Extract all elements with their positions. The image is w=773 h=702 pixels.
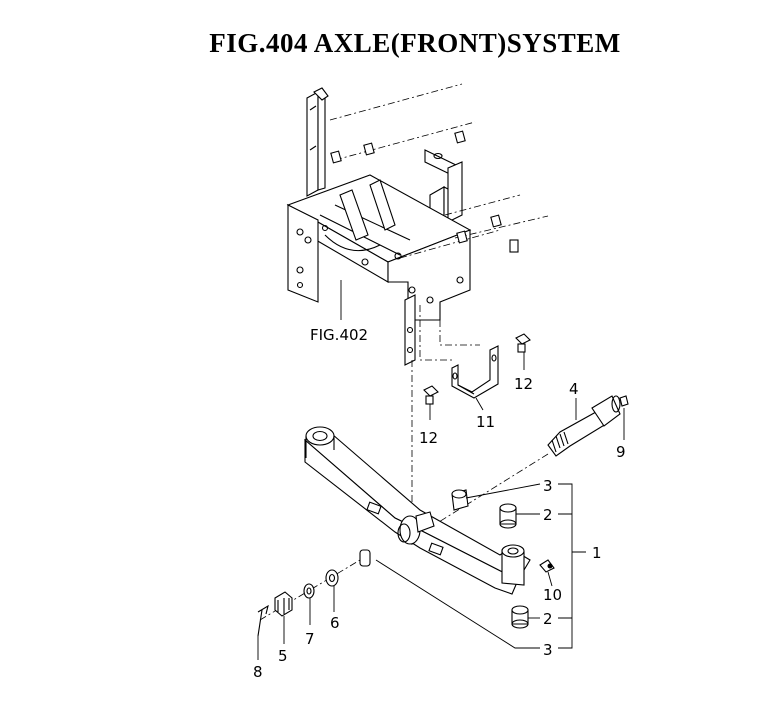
callout-2-lower: 2 <box>543 610 553 628</box>
front-axle-beam <box>304 426 531 595</box>
part-2-bushing-lower <box>511 605 529 629</box>
callout-12-lower: 12 <box>419 429 438 447</box>
callout-12-upper: 12 <box>514 375 533 393</box>
callout-4: 4 <box>569 380 579 398</box>
part-3-bushing-upper <box>451 489 469 511</box>
callout-2-upper: 2 <box>543 506 553 524</box>
callout-1: 1 <box>592 544 602 562</box>
callout-6: 6 <box>330 614 340 632</box>
part-6-washer <box>325 569 339 587</box>
part-11-bracket <box>451 345 499 399</box>
callout-10: 10 <box>543 586 562 604</box>
front-frame-assembly <box>286 83 549 366</box>
part-4-center-pin <box>547 395 621 457</box>
callout-9: 9 <box>616 443 626 461</box>
callout-5: 5 <box>278 647 288 665</box>
part-7-lock-washer <box>303 583 315 599</box>
part-9-bolt <box>619 395 629 407</box>
figure-title: FIG.404 AXLE(FRONT)SYSTEM <box>209 28 621 58</box>
part-12-bolt-lower <box>423 385 439 405</box>
callout-3-lower: 3 <box>543 641 553 659</box>
part-8-cotter-pin <box>257 604 269 637</box>
callout-7: 7 <box>305 630 315 648</box>
callout-11: 11 <box>476 413 495 431</box>
part-2-bushing-upper <box>499 503 517 529</box>
part-5-castle-nut <box>274 591 293 617</box>
fig402-label: FIG.402 <box>310 326 368 344</box>
part-12-bolt-upper <box>515 333 531 353</box>
part-10-grease-nipple <box>539 559 555 573</box>
callout-3-upper: 3 <box>543 477 553 495</box>
callout-8: 8 <box>253 663 263 681</box>
